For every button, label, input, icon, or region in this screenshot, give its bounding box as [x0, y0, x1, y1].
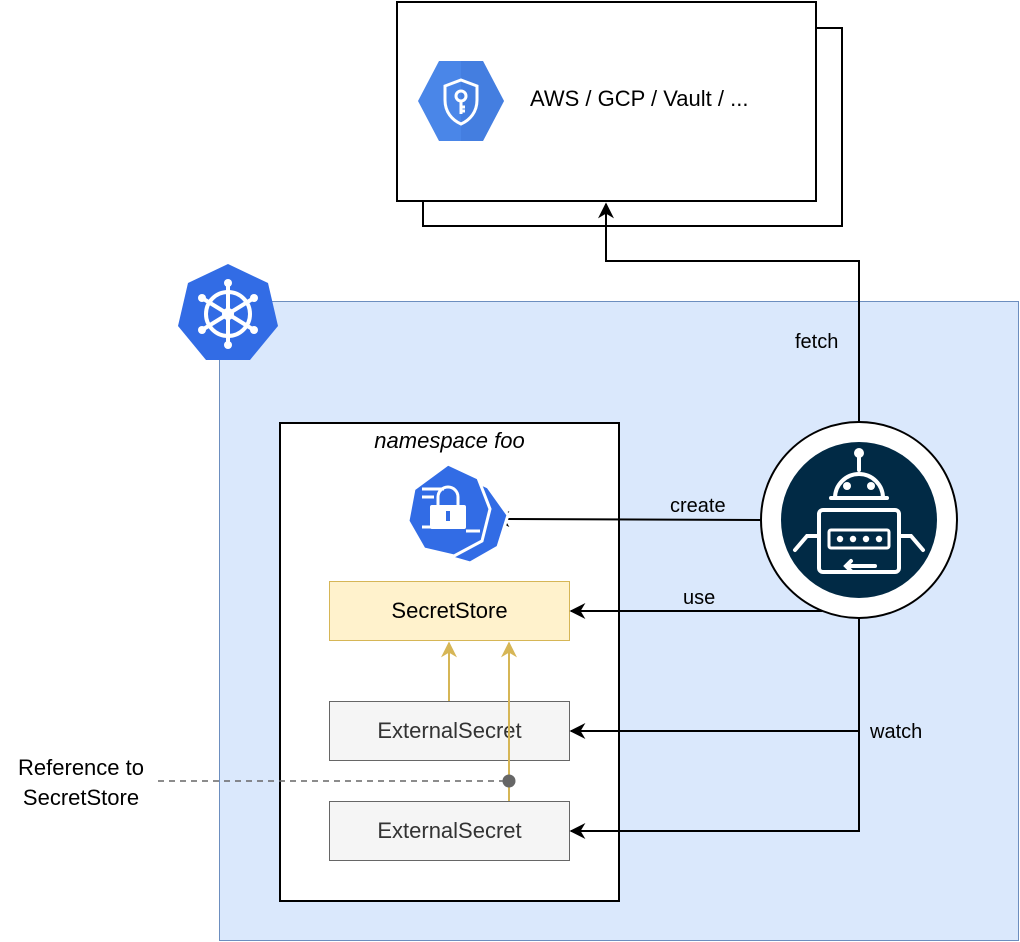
use-label: use	[683, 587, 716, 609]
externalsecret-node-1[interactable]: ExternalSecret	[329, 701, 570, 761]
reference-annotation-line2: SecretStore	[22, 785, 140, 810]
fetch-label: fetch	[795, 331, 839, 353]
secret-manager-icon	[418, 61, 504, 141]
watch-label: watch	[870, 721, 923, 743]
reference-annotation: Reference to SecretStore	[6, 753, 156, 813]
reference-annotation-dot	[502, 774, 516, 788]
reference-annotation-line1: Reference to	[18, 755, 144, 780]
kubernetes-secret-icon	[406, 463, 510, 565]
namespace-label: namespace foo	[374, 428, 525, 453]
externalsecret-node-2[interactable]: ExternalSecret	[329, 801, 570, 861]
secretstore-node[interactable]: SecretStore	[329, 581, 570, 641]
provider-label: AWS / GCP / Vault / ...	[530, 86, 749, 111]
kubernetes-icon	[178, 264, 278, 360]
external-secrets-operator-icon[interactable]	[759, 420, 959, 620]
create-connector	[493, 511, 761, 528]
create-label: create	[670, 495, 726, 517]
watch-connector-1	[569, 619, 860, 739]
watch-connector-2	[569, 731, 860, 839]
fetch-connector	[598, 202, 860, 421]
